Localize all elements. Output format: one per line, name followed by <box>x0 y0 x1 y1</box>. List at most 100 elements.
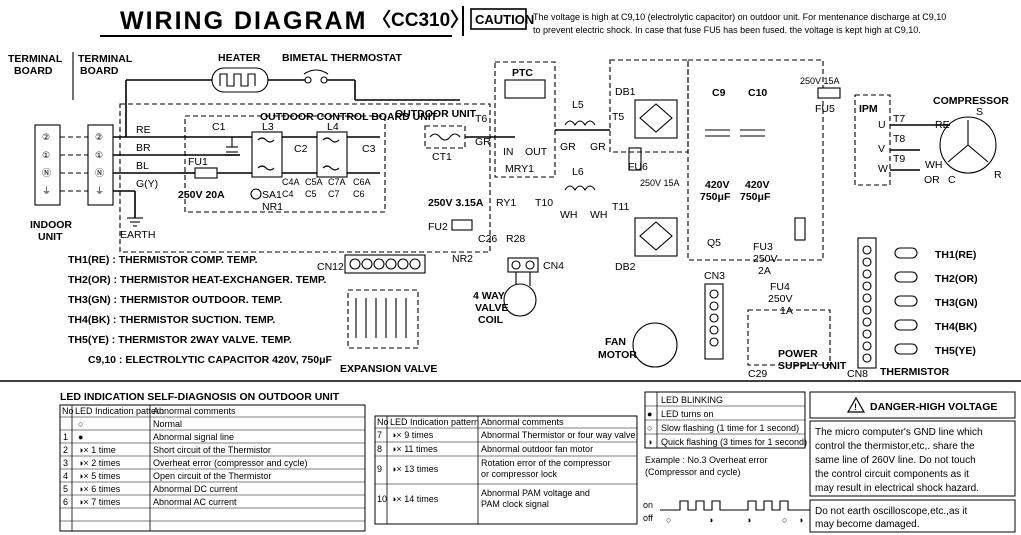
table-row-comment: Rotation error of the compressor <box>481 458 611 468</box>
l4-coil: L4 <box>316 121 348 178</box>
outdoor-unit-boundary <box>119 103 491 253</box>
c9-label: C9 <box>712 87 726 99</box>
th4-label: TH4(BK) <box>935 321 977 333</box>
legend-th4: TH4(BK) : THERMISTOR SUCTION. TEMP. <box>68 314 275 326</box>
cn12-connector <box>344 254 426 274</box>
table-row-no: 5 <box>63 484 68 494</box>
l4-label: L4 <box>327 121 339 133</box>
example-line-1: Example : No.3 Overheat error <box>645 455 768 465</box>
db2-label: DB2 <box>615 261 636 273</box>
table-row-comment: Abnormal Thermistor or four way valve <box>481 430 635 440</box>
warning-text-1: Do not earth oscilloscope,etc.,as it <box>815 506 968 517</box>
ptc-label: PTC <box>512 67 533 79</box>
blink-legend-text: LED turns on <box>661 409 714 419</box>
table-row-comment: Abnormal AC current <box>153 497 237 507</box>
table-row-pattern: ◑× 9 times <box>391 430 434 440</box>
fu2-rating: 250V 3.15A <box>428 197 484 209</box>
table-row-no: 8 <box>377 444 382 454</box>
table-row-comment: Open circuit of the Thermistor <box>153 471 271 481</box>
compressor-s-label: S <box>976 106 983 118</box>
sa1-label: SA1 <box>262 189 282 201</box>
table-row-pattern: ◑× 5 times <box>78 471 121 481</box>
wh-label-1: WH <box>560 209 578 221</box>
fu5-label: FU5 <box>815 103 835 115</box>
c7-label: C7 <box>328 189 340 199</box>
gr-label-1: GR <box>475 136 491 148</box>
four-way-valve-label-3: COIL <box>478 314 504 326</box>
table-row-no: 4 <box>63 471 68 481</box>
outdoor-terminal-n: Ⓝ <box>95 168 104 178</box>
indoor-unit-label-2: UNIT <box>38 231 63 243</box>
gr-label-3: GR <box>590 141 606 153</box>
db1-label: DB1 <box>615 86 636 98</box>
legend-th1: TH1(RE) : THERMISTOR COMP. TEMP. <box>68 254 258 266</box>
table-row-comment: Normal <box>153 419 182 429</box>
c3-label: C3 <box>362 143 376 155</box>
table-row-comment: Short circuit of the Thermistor <box>153 445 271 455</box>
wave-off-label: off <box>643 513 653 523</box>
cn3-label: CN3 <box>704 270 725 282</box>
compressor-c-label: C <box>948 174 956 186</box>
led-table-2: No LED Indication pattern Abnormal comme… <box>374 415 638 525</box>
th2-label: TH2(OR) <box>935 273 978 285</box>
c2-label: C2 <box>294 143 308 155</box>
indoor-unit-label-1: INDOOR <box>30 219 72 231</box>
l5-label: L5 <box>572 99 584 111</box>
blink-legend-symbol: ○ <box>647 423 652 433</box>
wire-label-re: RE <box>136 124 151 136</box>
fu3-rating-2: 2A <box>758 265 771 277</box>
nr1-label: NR1 <box>262 201 283 213</box>
c6a-label: C6A <box>353 177 371 187</box>
compressor-wh-label: WH <box>925 159 943 171</box>
t11-label: T11 <box>612 201 629 213</box>
wave-mark: ◑ <box>708 515 713 525</box>
warning-box <box>809 499 1016 533</box>
gr-label-2: GR <box>560 141 576 153</box>
mry1-boundary <box>494 61 556 178</box>
legend-capacitor: C9,10 : ELECTROLYTIC CAPACITOR 420V, 750… <box>88 354 333 366</box>
c10-capacitance: 750μF <box>740 191 771 203</box>
fu5-fuse <box>817 87 841 99</box>
wire-label-bl: BL <box>136 160 149 172</box>
t2-header-comment: Abnormal comments <box>481 417 564 427</box>
table-row-no: 3 <box>63 458 68 468</box>
danger-text-4: the control circuit components as it <box>815 469 969 480</box>
ipm-boundary <box>854 94 891 186</box>
cn8-connector <box>857 237 877 369</box>
control-board-label: OUTDOOR CONTROL BOARD UNIT <box>260 111 438 123</box>
outdoor-terminal-1: ① <box>95 150 103 160</box>
table-row-comment: Abnormal DC current <box>153 484 238 494</box>
wire-label-br: BR <box>136 142 151 154</box>
danger-text-3: same line of 260V line. Do not touch <box>815 455 976 466</box>
compressor-r-label: R <box>994 169 1002 181</box>
fu6-fuse <box>628 147 642 171</box>
mry1-out-label: OUT <box>525 146 548 158</box>
t9-label: T9 <box>893 153 905 165</box>
danger-title-box <box>809 391 1016 419</box>
blink-legend-symbol: ◑ <box>647 437 652 447</box>
terminal-board-left-label-2: BOARD <box>14 65 53 77</box>
c4-label: C4 <box>282 189 294 199</box>
wire-label-gy: G(Y) <box>136 178 158 190</box>
fu1-label: FU1 <box>188 156 208 168</box>
bimetal-thermostat-symbol <box>303 69 329 75</box>
nr2-label: NR2 <box>452 253 473 265</box>
c5-label: C5 <box>305 189 317 199</box>
indoor-terminal-1: ① <box>42 150 50 160</box>
c4a-label: C4A <box>282 177 300 187</box>
indoor-terminal-2: ② <box>42 132 50 142</box>
fu3-rating-1: 250V <box>753 253 778 265</box>
outdoor-terminal-earth: ⏚ <box>95 186 104 196</box>
blink-legend-symbol: ● <box>647 409 652 419</box>
table-row-comment: or compressor lock <box>481 469 558 479</box>
table-row-no: 1 <box>63 432 68 442</box>
fu4-rating-2: 1A <box>780 305 793 317</box>
c26-label: C26 <box>478 233 497 245</box>
th1-label: TH1(RE) <box>935 249 976 261</box>
caution-line-1: The voltage is high at C9,10 (electrolyt… <box>533 12 946 22</box>
t10-label: T10 <box>535 197 553 209</box>
fu3-fuse <box>794 217 806 241</box>
table-row-comment: Abnormal PAM voltage and <box>481 488 590 498</box>
th3-label: TH3(GN) <box>935 297 978 309</box>
